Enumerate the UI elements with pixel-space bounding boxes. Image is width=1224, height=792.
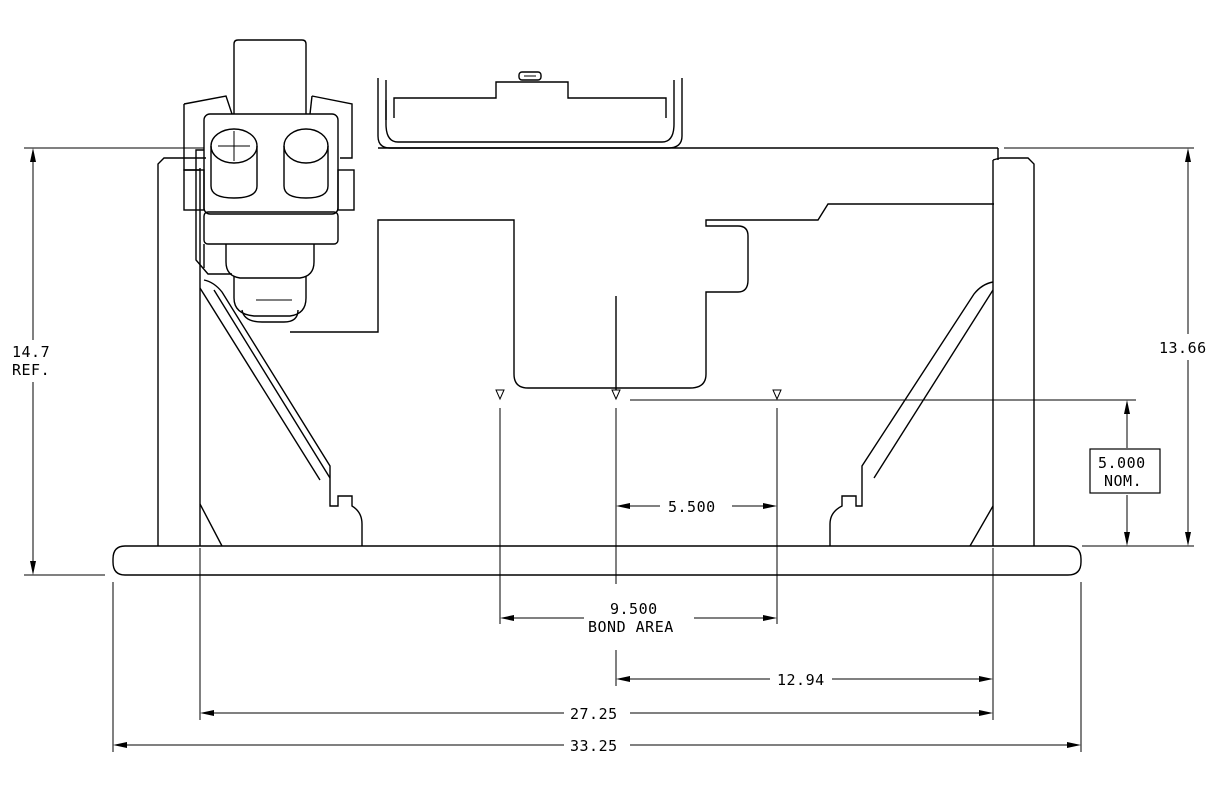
- left-post: [157, 157, 206, 546]
- dim-overall-height-note: REF.: [12, 361, 50, 379]
- dim-base-width-value: 33.25: [570, 737, 618, 755]
- dim-inner-width-value: 27.25: [570, 705, 618, 723]
- eyepiece-left: [210, 128, 258, 199]
- marker-left: [495, 389, 505, 401]
- bond-area-markers: [495, 389, 782, 401]
- dim-base-width: 33.25: [113, 737, 1081, 755]
- dim-nominal-height-box: [1089, 448, 1161, 494]
- dim-half-bond-width: 5.500: [616, 498, 777, 516]
- dim-inner-width: 27.25: [200, 705, 993, 723]
- marker-center: [611, 389, 621, 401]
- dim-overall-height-value: 14.7: [12, 343, 50, 361]
- dim-nominal-height: 5.000 NOM.: [1089, 400, 1161, 546]
- dim-frame-height: 13.66: [1158, 148, 1212, 546]
- dim-overall-height: 14.7 REF.: [6, 148, 60, 575]
- right-post: [992, 157, 1035, 546]
- left-brace: [199, 279, 363, 547]
- dim-bond-area: 9.500 BOND AREA: [500, 600, 777, 636]
- dim-nominal-height-note: NOM.: [1104, 472, 1142, 490]
- extension-lines: [24, 147, 1194, 752]
- top-beam: [378, 147, 999, 160]
- dim-frame-height-value: 13.66: [1159, 339, 1207, 357]
- dim-half-bond-width-value: 5.500: [668, 498, 716, 516]
- marker-right: [772, 389, 782, 401]
- bonding-head: [290, 203, 994, 392]
- right-brace: [829, 281, 994, 547]
- top-tray: [377, 71, 683, 149]
- eyepiece-right: [283, 128, 329, 199]
- dim-bond-area-label: BOND AREA: [588, 618, 674, 636]
- dim-nominal-height-value: 5.000: [1098, 454, 1146, 472]
- dim-center-to-post: 12.94: [616, 671, 993, 689]
- microscope: [183, 39, 355, 323]
- base-plate: [112, 545, 1082, 576]
- dim-center-to-post-value: 12.94: [777, 671, 825, 689]
- dim-bond-area-value: 9.500: [610, 600, 658, 618]
